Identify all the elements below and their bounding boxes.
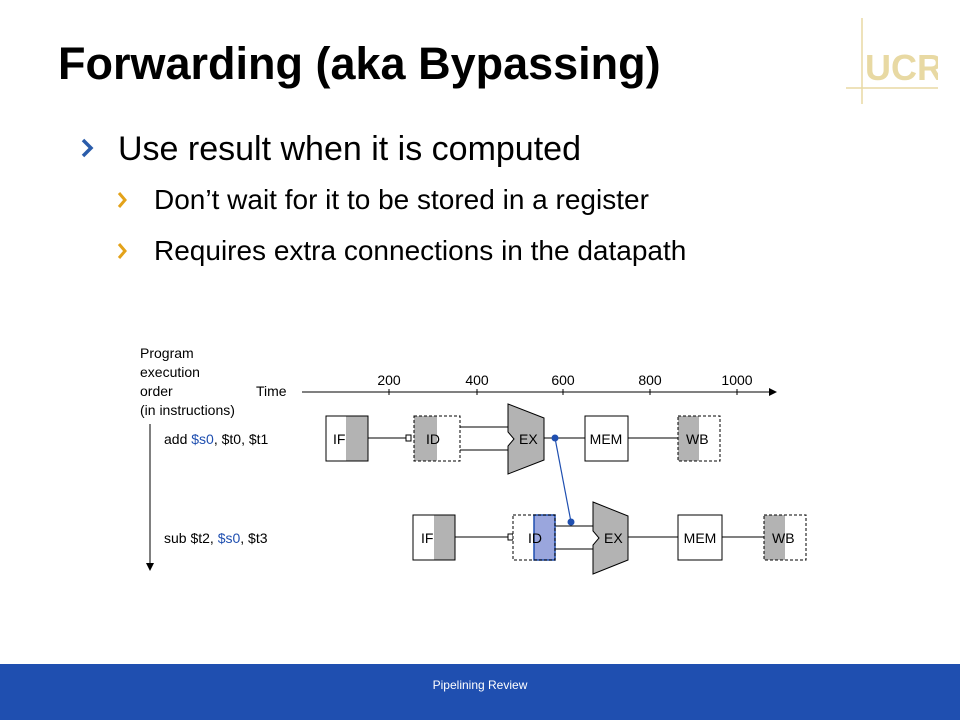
- stage-ex: EX: [592, 501, 629, 575]
- instruction-op: add: [164, 431, 191, 447]
- stage-id: ID: [512, 514, 556, 561]
- time-tick: 600: [551, 372, 575, 395]
- stage-label: MEM: [590, 431, 623, 447]
- stage-wb: WB: [763, 514, 807, 561]
- time-tick-label: 1000: [721, 372, 752, 388]
- stage-label: MEM: [684, 530, 717, 546]
- sub-bullet-chevron-icon: [117, 243, 127, 259]
- pipeline-diagram: Program execution order (in instructions…: [140, 345, 807, 575]
- axis-label-line: order: [140, 383, 173, 399]
- ucr-logo: UCR: [846, 18, 938, 104]
- stage-wb: WB: [677, 415, 721, 462]
- time-tick: 1000: [721, 372, 753, 395]
- time-tick: 200: [377, 372, 401, 395]
- bullet-text: Use result when it is computed: [118, 130, 581, 168]
- axis-label-line: execution: [140, 364, 200, 380]
- time-tick-label: 800: [638, 372, 662, 388]
- stage-if: IF: [412, 514, 456, 561]
- bullet-chevron-icon: [81, 138, 94, 158]
- instruction-sub: sub $t2, $s0, $t3: [164, 530, 268, 546]
- axis-label-line: Program: [140, 345, 194, 361]
- time-label: Time: [256, 383, 287, 399]
- pipeline-wires-sub: [455, 525, 764, 550]
- stage-label: WB: [686, 431, 709, 447]
- axis-label-line: (in instructions): [140, 402, 235, 418]
- time-tick-label: 400: [465, 372, 489, 388]
- slide-title: Forwarding (aka Bypassing): [58, 38, 661, 89]
- time-tick: 800: [638, 372, 662, 395]
- pipeline-wires-add: [368, 426, 678, 451]
- sub-bullet-text: Requires extra connections in the datapa…: [154, 235, 687, 266]
- logo-text: UCR: [865, 47, 938, 88]
- stage-mem: MEM: [677, 514, 723, 561]
- footer-text: Pipelining Review: [432, 678, 528, 692]
- time-tick-label: 600: [551, 372, 575, 388]
- sub-bullet-text: Don’t wait for it to be stored in a regi…: [154, 184, 649, 215]
- footer-bar: Pipelining Review: [0, 664, 960, 720]
- stage-label: EX: [604, 530, 623, 546]
- stage-ex: EX: [507, 403, 545, 475]
- stage-if: IF: [325, 415, 369, 462]
- stage-label: ID: [528, 530, 542, 546]
- instruction-add: add $s0, $t0, $t1: [164, 431, 269, 447]
- time-tick: 400: [465, 372, 489, 395]
- stage-label: WB: [772, 530, 795, 546]
- forwarding-path: [551, 434, 575, 526]
- sub-bullet-chevron-icon: [117, 192, 127, 208]
- stage-label: EX: [519, 431, 538, 447]
- time-tick-label: 200: [377, 372, 401, 388]
- stage-mem: MEM: [584, 415, 629, 462]
- stage-id: ID: [413, 415, 461, 462]
- instruction-dest-register: $s0: [191, 431, 214, 447]
- stage-label: ID: [426, 431, 440, 447]
- stage-label: IF: [421, 530, 433, 546]
- stage-label: IF: [333, 431, 345, 447]
- instruction-operands: , $t0, $t1: [214, 431, 269, 447]
- instruction-operands: , $t3: [240, 530, 267, 546]
- instruction-op: sub $t2,: [164, 530, 218, 546]
- instruction-dest-register: $s0: [218, 530, 241, 546]
